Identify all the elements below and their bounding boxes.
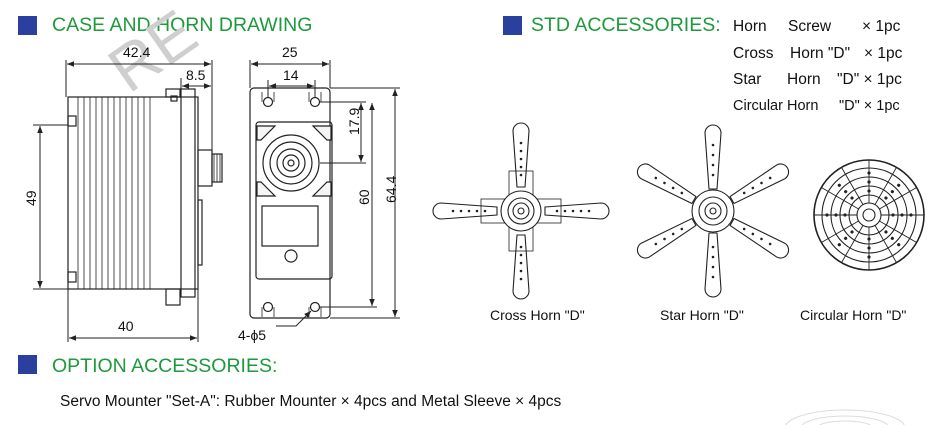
dim-overall-height: 64.4 <box>383 176 399 203</box>
accessory-row: Horn Screw × 1pc <box>733 19 923 37</box>
accessory-row: Circular Horn "D" × 1pc <box>733 99 923 117</box>
accessory-row: Cross Horn "D" × 1pc <box>733 46 923 64</box>
cross-horn-drawing <box>432 122 610 300</box>
dim-shaft-offset: 17.9 <box>346 108 362 135</box>
accessory-item: Circular Horn <box>733 98 819 114</box>
watermark: RE <box>95 0 209 106</box>
accessory-item: Cross <box>733 45 774 62</box>
front-view-dimensions <box>249 60 400 327</box>
option-accessories-text: Servo Mounter "Set-A": Rubber Mounter × … <box>60 393 562 410</box>
dim-height: 49 <box>23 190 39 206</box>
circular-horn-drawing <box>813 159 925 271</box>
section-bullet <box>503 16 522 35</box>
section-bullet <box>18 355 37 374</box>
front-view-drawing <box>249 87 333 319</box>
accessory-item: Horn <box>787 71 821 88</box>
star-horn-drawing <box>636 124 790 298</box>
side-view-drawing <box>67 88 223 306</box>
std-accessories-title: STD ACCESSORIES: <box>531 14 721 36</box>
option-accessories-title: OPTION ACCESSORIES: <box>52 355 278 377</box>
accessory-row: Star Horn "D" × 1pc <box>733 72 923 90</box>
star-horn-caption: Star Horn "D" <box>660 307 744 323</box>
dim-body-depth: 40 <box>118 318 134 334</box>
accessory-qty: "D" × 1pc <box>839 98 900 114</box>
decorative-watermark-mark <box>785 409 905 425</box>
accessory-item: Star <box>733 71 762 88</box>
dim-flange-offset: 8.5 <box>186 67 206 83</box>
circular-horn-caption: Circular Horn "D" <box>800 307 907 323</box>
accessory-item: Horn "D" <box>790 45 851 62</box>
side-view-dimensions <box>33 60 213 342</box>
dim-width: 25 <box>282 44 298 60</box>
dim-hole-spacing: 14 <box>283 67 299 83</box>
case-drawing-title: CASE AND HORN DRAWING <box>52 14 313 36</box>
accessory-item: Screw <box>788 18 832 35</box>
accessory-qty: × 1pc <box>864 45 903 62</box>
accessory-item: Horn <box>733 18 767 35</box>
section-bullet <box>18 16 37 35</box>
accessory-qty: × 1pc <box>862 18 901 35</box>
dim-mount-spacing: 60 <box>356 189 372 205</box>
dim-depth: 42.4 <box>123 44 150 60</box>
accessory-qty: "D" × 1pc <box>837 71 902 88</box>
dim-hole-diameter: 4-ϕ5 <box>238 327 266 343</box>
cross-horn-caption: Cross Horn "D" <box>490 307 585 323</box>
